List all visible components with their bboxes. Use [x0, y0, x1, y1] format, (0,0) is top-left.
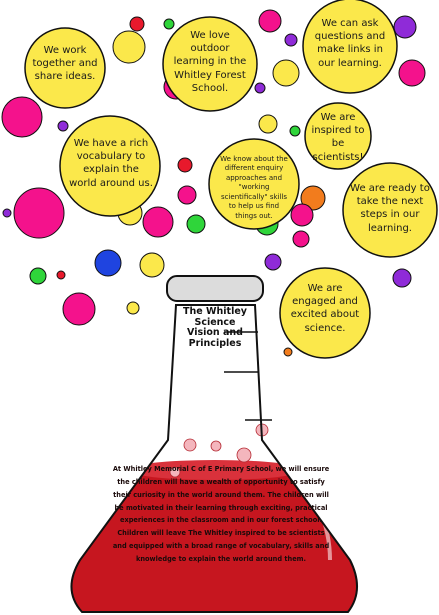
- bubble-dot: [94, 249, 122, 277]
- bubble-dot: [290, 203, 314, 227]
- flask-rim: [166, 275, 264, 302]
- bubble-dot: [129, 16, 145, 32]
- flask-statement: At Whitley Memorial C of E Primary Schoo…: [112, 465, 330, 563]
- bubble-dot: [186, 214, 206, 234]
- flask-outline: [70, 304, 358, 613]
- bubble-dot: [56, 270, 66, 280]
- science-flask: [70, 275, 358, 613]
- bubble-text-next-steps: We are ready to take the next steps in o…: [350, 183, 430, 234]
- bubble-next-steps: [342, 162, 438, 258]
- bubble-dot: [29, 267, 47, 285]
- bubble-dot: [258, 9, 282, 33]
- bubble-enquiry-approaches: [208, 138, 300, 230]
- liquid-bubble: [210, 440, 222, 452]
- bubble-text-ask-questions: We can ask questions and make links in o…: [314, 18, 386, 69]
- glass-highlight: [303, 480, 332, 561]
- flask-liquid: [71, 464, 358, 612]
- bubble-dot: [57, 120, 69, 132]
- bubble-dot: [258, 114, 278, 134]
- bubble-engaged: [279, 267, 371, 359]
- bubble-dot: [62, 292, 96, 326]
- bubble-dot: [292, 230, 310, 248]
- bubble-text-outdoor-learning: We love outdoor learning in the Whitley …: [173, 30, 247, 94]
- bubble-dot: [139, 252, 165, 278]
- bubble-dot: [177, 157, 193, 173]
- bubble-dot: [283, 347, 293, 357]
- liquid-bubble: [236, 447, 252, 463]
- bubble-dot: [289, 125, 301, 137]
- bubble-text-work-together: We work together and share ideas.: [32, 45, 98, 83]
- statement-bubbles: [24, 0, 438, 359]
- bubble-dot: [264, 253, 282, 271]
- bubble-dot: [284, 33, 298, 47]
- liquid-bubble: [169, 466, 181, 478]
- bubble-dot: [2, 208, 12, 218]
- bubble-text-inspired: We are inspired to be scientists!: [311, 112, 365, 163]
- liquid-bubble: [183, 438, 197, 452]
- bubble-dot: [13, 187, 65, 239]
- bubble-dot: [177, 185, 197, 205]
- bubble-dot: [254, 82, 266, 94]
- bubble-text-rich-vocabulary: We have a rich vocabulary to explain the…: [69, 138, 153, 189]
- bubble-text-enquiry-approaches: We know about the different enquiry appr…: [220, 155, 288, 220]
- bubble-dot: [300, 185, 326, 211]
- bubble-rich-vocabulary: [59, 115, 161, 217]
- bubble-dot: [112, 30, 146, 64]
- bubble-dot: [398, 59, 426, 87]
- bubble-dot: [393, 15, 417, 39]
- bubble-ask-questions: [302, 0, 398, 94]
- bubble-text-engaged: We are engaged and excited about science…: [290, 283, 360, 334]
- decorative-bubbles: [1, 9, 426, 357]
- bubble-dot: [142, 206, 174, 238]
- bubble-dot: [163, 18, 175, 30]
- bubble-dot: [392, 268, 412, 288]
- flask-title: The Whitley Science Vision and Principle…: [183, 306, 247, 349]
- bubble-dot: [272, 59, 300, 87]
- bubble-inspired: [304, 102, 372, 170]
- bubble-dot: [1, 96, 43, 138]
- bubble-dot: [126, 301, 140, 315]
- bubble-outdoor-learning: [162, 16, 258, 112]
- bubble-work-together: [24, 27, 106, 109]
